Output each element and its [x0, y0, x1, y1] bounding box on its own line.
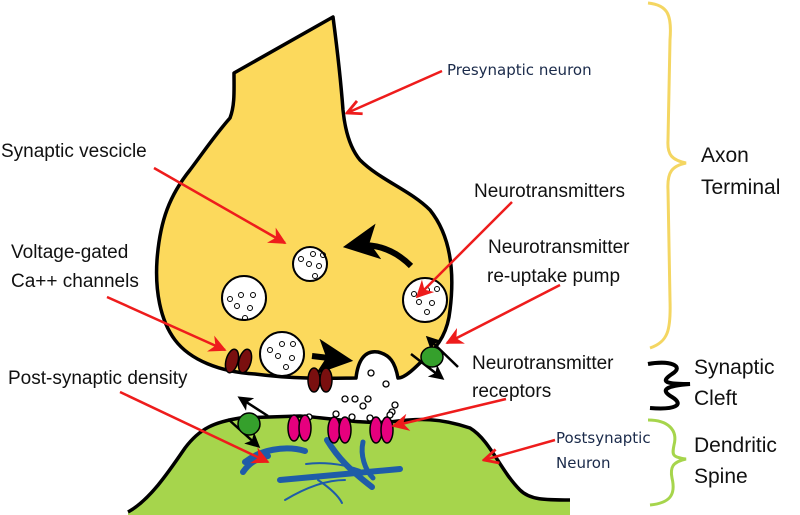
region-cleft-1: Synaptic — [694, 356, 775, 379]
region-spine-1: Dendritic — [694, 434, 777, 457]
label-receptors-2: receptors — [472, 381, 551, 402]
label-voltage-gated-2: Ca++ channels — [11, 271, 139, 292]
arrow-ca-channels — [106, 295, 227, 352]
label-post-synaptic-density: Post-synaptic density — [8, 368, 188, 389]
arrow-neurotransmitters — [415, 201, 513, 299]
receptors — [287, 414, 394, 444]
callout-arrows — [106, 69, 561, 464]
vesicles — [221, 246, 448, 377]
region-cleft-2: Cleft — [694, 387, 737, 410]
arrow-psd — [119, 390, 270, 464]
brace-synaptic-cleft — [647, 360, 691, 411]
label-voltage-gated-1: Voltage-gated — [11, 242, 128, 263]
region-spine-2: Spine — [694, 465, 748, 488]
arrow-vesicle — [153, 166, 287, 245]
vesicle — [259, 331, 305, 377]
brace-dendritic-spine — [647, 418, 687, 507]
release-arrow — [311, 338, 354, 375]
arrow-presynaptic — [347, 69, 443, 113]
recycle-arrow — [342, 223, 414, 269]
label-presynaptic-neuron: Presynaptic neuron — [447, 61, 592, 79]
postsynaptic-pump — [227, 396, 269, 449]
reuptake-pump — [410, 335, 459, 380]
label-reuptake-2: re-uptake pump — [487, 266, 620, 287]
brace-axon-terminal — [647, 1, 687, 350]
presynaptic-neuron-body — [154, 15, 454, 381]
region-axon-2: Terminal — [701, 176, 780, 199]
vesicle — [292, 246, 328, 282]
ca-channels — [224, 348, 333, 393]
label-postsynaptic-1: Postsynaptic — [556, 429, 651, 447]
arrow-postsynaptic — [484, 438, 556, 460]
label-reuptake-1: Neurotransmitter — [488, 237, 630, 258]
arrow-reuptake — [445, 283, 561, 345]
label-postsynaptic-2: Neuron — [556, 454, 610, 472]
region-axon-1: Axon — [701, 144, 749, 167]
vesicle — [221, 275, 267, 321]
label-receptors-1: Neurotransmitter — [472, 353, 614, 374]
label-neurotransmitters: Neurotransmitters — [474, 181, 625, 202]
neurotransmitters-cleft — [305, 369, 399, 422]
vesicle — [402, 277, 448, 323]
arrow-receptors — [391, 397, 507, 431]
label-synaptic-vesicle: Synaptic vescicle — [1, 141, 147, 162]
